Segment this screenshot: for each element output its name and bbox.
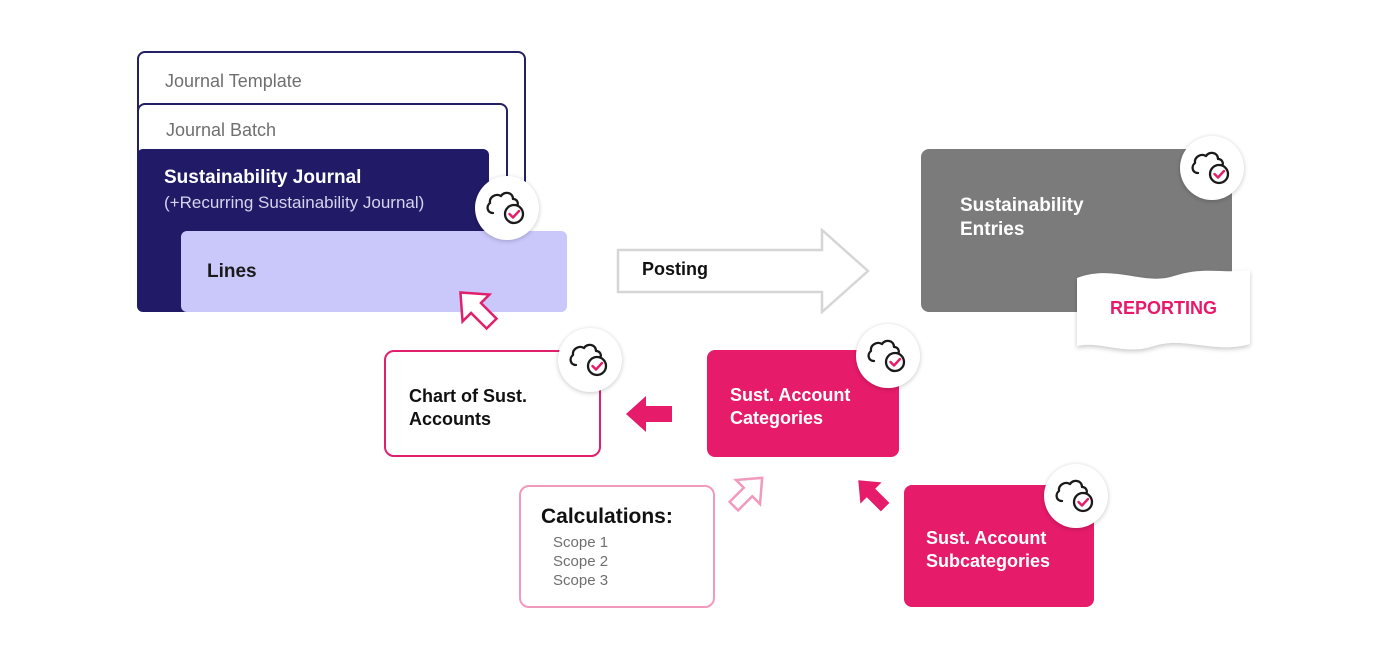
outline-arrow-icon	[727, 476, 764, 513]
account-categories-title-line2: Categories	[730, 408, 824, 428]
sustainability-entries-title: Sustainability Entries	[960, 195, 1084, 240]
calculations-card: Calculations: Scope 1 Scope 2 Scope 3	[519, 485, 715, 608]
calculations-item-scope-2: Scope 2	[553, 553, 609, 570]
cloud-check-icon	[475, 176, 539, 240]
lines-label: Lines	[207, 261, 257, 282]
chart-of-accounts-title-line1: Chart of Sust.	[409, 386, 528, 406]
posting-arrow-icon	[616, 228, 870, 314]
account-subcategories-title-line2: Subcategories	[926, 551, 1051, 571]
cloud-check-icon	[1180, 136, 1244, 200]
calculations-item-scope-1: Scope 1	[553, 534, 609, 551]
chart-of-accounts-title-line2: Accounts	[409, 409, 492, 429]
sustainability-journal-title: Sustainability Journal	[164, 167, 362, 188]
cloud-check-icon	[1044, 464, 1108, 528]
account-subcategories-title-line1: Sust. Account	[926, 528, 1047, 548]
cloud-check-icon	[558, 328, 622, 392]
posting-label: Posting	[642, 259, 708, 279]
account-categories-title: Sust. Account Categories	[730, 384, 850, 430]
outline-arrow-icon	[459, 291, 499, 331]
lines-card: Lines	[181, 231, 567, 312]
arrow-icon	[858, 480, 890, 512]
cloud-check-icon	[856, 324, 920, 388]
journal-template-label: Journal Template	[165, 71, 302, 91]
sustainability-journal-subtitle: (+Recurring Sustainability Journal)	[164, 193, 425, 212]
reporting-document-icon	[1077, 270, 1250, 350]
arrow-icon	[626, 396, 672, 432]
calculations-item-scope-3: Scope 3	[553, 572, 609, 589]
calculations-list: Scope 1 Scope 2 Scope 3	[553, 533, 608, 590]
account-categories-title-line1: Sust. Account	[730, 385, 851, 405]
calculations-title: Calculations:	[541, 505, 673, 528]
chart-of-accounts-title: Chart of Sust. Accounts	[409, 385, 527, 431]
reporting-label: REPORTING	[1110, 298, 1218, 318]
journal-batch-label: Journal Batch	[166, 120, 277, 140]
account-subcategories-title: Sust. Account Subcategories	[926, 527, 1050, 573]
